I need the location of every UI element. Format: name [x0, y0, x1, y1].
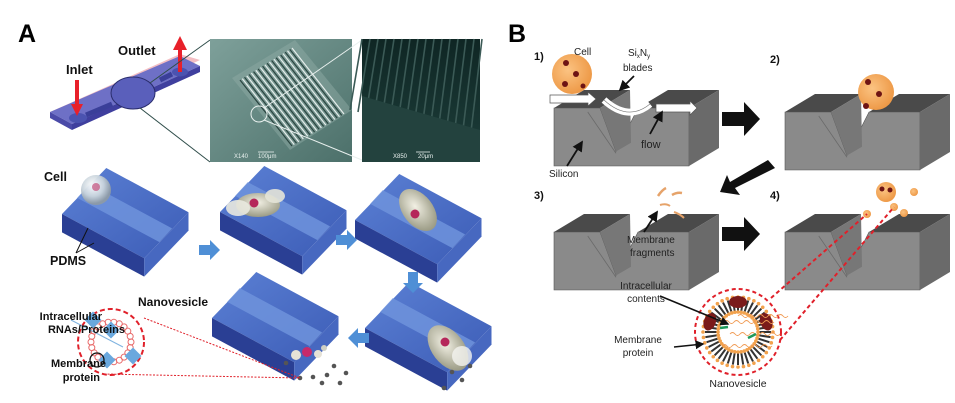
fragments-pointer-arrow	[643, 210, 658, 233]
cell-slicing	[427, 325, 472, 371]
membrane-protein-label-b-2: protein	[623, 348, 654, 359]
pdms-channel-step-2	[220, 166, 347, 275]
membrane-fragments-label-2: fragments	[630, 248, 674, 259]
step-1-label: 1)	[534, 51, 544, 63]
nanovesicle-diagram-b	[694, 206, 895, 376]
blade-plate	[869, 214, 950, 232]
silicon-label: Silicon	[549, 169, 578, 180]
nanovesicle-label-b: Nanovesicle	[709, 378, 766, 390]
nanovesicles-output	[291, 345, 327, 360]
step-arrow-icon	[199, 240, 220, 260]
sem1-magnification: X140	[234, 154, 249, 160]
flow-label: flow	[641, 139, 661, 151]
sem1-scale-bar: 100μm	[258, 154, 276, 160]
blade-plate	[554, 214, 630, 232]
silicon-block-step-3	[553, 214, 719, 291]
protein-fragment	[747, 332, 757, 340]
intracellular-pointer-arrow	[659, 295, 730, 326]
step-3-label: 3)	[534, 190, 544, 202]
panel-b: B 1) 2) 3) 4)	[508, 20, 950, 390]
filter-region-circle	[110, 76, 156, 110]
blade-plate	[638, 90, 719, 108]
flow-arrows	[549, 91, 698, 116]
cell-elongated	[399, 188, 437, 232]
pdms-pointer-lines	[75, 227, 95, 254]
panel-a-label: A	[18, 20, 36, 48]
membrane-label-a-1: Membrane	[51, 358, 106, 370]
step-arrow-icon	[348, 328, 369, 348]
pdms-channel-step-4	[212, 272, 339, 381]
step-arrow-icon	[403, 272, 423, 293]
step-2-label: 2)	[770, 54, 780, 66]
silicon-block-step-4	[784, 214, 950, 291]
rna-strand	[721, 344, 773, 348]
blade-plate	[785, 94, 861, 112]
membrane-protein-icon	[729, 296, 747, 308]
cell-label-b: Cell	[574, 47, 591, 58]
sem2-magnification: X850	[393, 154, 408, 160]
membrane-protein-icon	[102, 321, 120, 339]
inlet-port	[69, 113, 87, 123]
flow-pointer-arrow	[649, 110, 663, 135]
blades-label-line1: SixNy	[628, 48, 650, 60]
process-arrow-2-to-3	[720, 160, 775, 195]
nanovesicle-particles	[283, 360, 473, 391]
nanovesicle-diagram-a	[70, 308, 301, 379]
protein-fragment	[719, 325, 729, 330]
membrane-protein-icon	[759, 313, 773, 331]
panel-a: A Inlet Outlet	[18, 20, 492, 391]
outlet-label: Outlet	[118, 43, 156, 58]
process-arrow-3-to-4	[722, 217, 760, 251]
rna-strand	[723, 320, 775, 324]
blades-label-line2: blades	[623, 63, 652, 74]
cell-deforming	[226, 189, 285, 217]
blade-plate	[869, 94, 950, 112]
blades-pointer-arrow	[618, 75, 635, 92]
inlet-label: Inlet	[66, 62, 93, 77]
blade-plate	[638, 214, 719, 232]
microfluidic-device	[50, 54, 200, 130]
sem-zoom-circle	[250, 105, 268, 123]
nanovesicle-label-a: Nanovesicle	[138, 295, 208, 309]
membrane-protein-pointer-arrow	[673, 340, 705, 350]
membrane-protein-icon	[84, 311, 102, 329]
membrane-protein-label-b-1: Membrane	[614, 335, 662, 346]
membrane-label-a-2: protein	[63, 372, 101, 384]
silicon-block-step-2	[784, 94, 950, 171]
intracellular-label-b-2: contents	[627, 294, 665, 305]
membrane-fragments	[656, 186, 685, 219]
rna-strand	[737, 314, 789, 318]
silicon-pointer-arrow	[566, 140, 583, 167]
sem2-scale-bar: 20μm	[418, 154, 433, 160]
cell-label-a: Cell	[44, 170, 67, 184]
panel-b-label: B	[508, 20, 526, 48]
blade-plate	[785, 214, 861, 232]
intracellular-label-a-2: RNAs/Proteins	[48, 324, 125, 336]
step-4-label: 4)	[770, 190, 780, 202]
step-arrow-icon	[336, 230, 357, 250]
process-arrow-1-to-2	[722, 102, 760, 136]
sem-image-1: X140 100μm	[210, 39, 363, 162]
membrane-fragments-label-1: Membrane	[627, 235, 675, 246]
sem-filter-blades	[239, 47, 345, 147]
intracellular-label-a-1: Intracellular	[40, 311, 103, 323]
cell-b-step-1	[552, 54, 592, 94]
intracellular-label-b-1: Intracellular	[620, 281, 672, 292]
cell-b-step-2	[858, 74, 894, 110]
sem-image-2: X850 20μm	[349, 38, 483, 162]
pdms-label: PDMS	[50, 254, 86, 268]
membrane-protein-highlight	[89, 352, 105, 368]
process-arrows	[199, 230, 423, 348]
